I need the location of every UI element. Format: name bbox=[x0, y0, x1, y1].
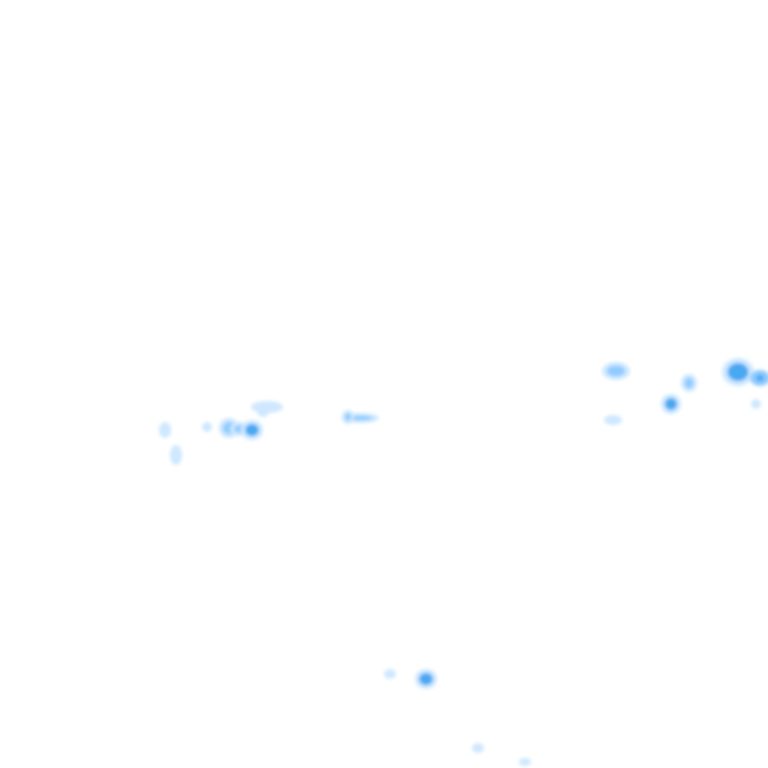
radar-echo-cell-1 bbox=[159, 422, 171, 438]
echo-peak bbox=[422, 676, 430, 682]
echo-core bbox=[387, 671, 393, 677]
radar-echo-cell-16 bbox=[472, 743, 484, 753]
radar-echo-cell-5 bbox=[241, 420, 263, 440]
radar-echo-cell-9 bbox=[604, 415, 622, 425]
radar-echo-cell-10 bbox=[681, 374, 697, 392]
echo-core bbox=[684, 377, 694, 389]
echo-core bbox=[522, 760, 528, 764]
echo-core bbox=[173, 449, 179, 461]
echo-core bbox=[162, 425, 168, 435]
radar-echo-cell-12 bbox=[722, 358, 768, 386]
radar-echo-cell-8 bbox=[602, 362, 630, 380]
echo-core bbox=[345, 413, 351, 421]
echo-core bbox=[475, 745, 481, 751]
echo-peak bbox=[756, 374, 764, 382]
radar-echo-cell-7 bbox=[341, 410, 379, 424]
echo-peak bbox=[248, 427, 256, 433]
radar-echo-cell-11 bbox=[661, 394, 681, 414]
echo-core bbox=[753, 401, 759, 407]
echo-core bbox=[607, 417, 619, 423]
radar-echo-cell-15 bbox=[415, 669, 437, 689]
radar-echo-cell-13 bbox=[751, 399, 761, 409]
echo-peak bbox=[668, 401, 674, 407]
echo-core bbox=[204, 424, 210, 430]
radar-echo-cell-14 bbox=[384, 669, 396, 679]
echo-peak bbox=[733, 367, 743, 377]
echo-core bbox=[260, 408, 266, 414]
radar-echo-cell-17 bbox=[519, 758, 531, 766]
echo-core bbox=[607, 365, 625, 377]
radar-echo-cell-6 bbox=[251, 401, 283, 417]
radar-echo-cell-3 bbox=[202, 422, 212, 432]
radar-echo-cell-2 bbox=[170, 445, 182, 465]
